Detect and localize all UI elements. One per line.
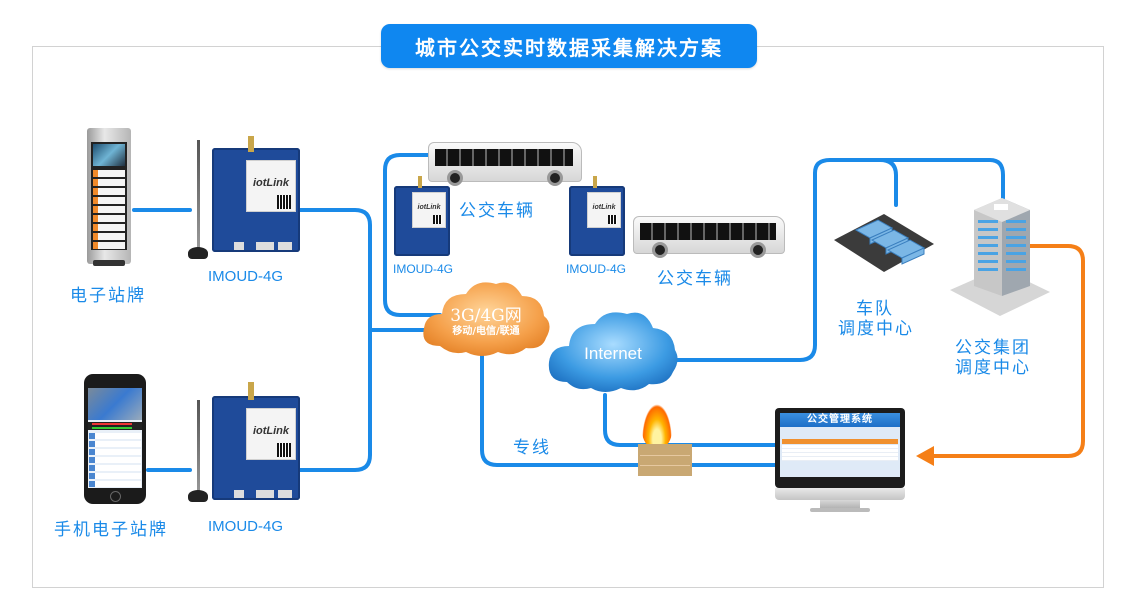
- management-system-label: 公交管理系统: [780, 413, 900, 427]
- fleet-dispatch-label-2: 调度中心: [838, 319, 914, 339]
- antenna-base: [188, 247, 208, 259]
- fire-icon: [642, 404, 672, 448]
- arrow-head-icon: [916, 446, 934, 466]
- smartphone-icon: [84, 374, 146, 504]
- link-fleet-dispatch: [878, 158, 898, 207]
- mobile-station-sign-label: 手机电子站牌: [54, 520, 168, 540]
- mobile-network-label: 3G/4G网: [450, 306, 522, 326]
- antenna-icon: [197, 400, 200, 495]
- group-dispatch-label-2: 调度中心: [955, 358, 1031, 378]
- station-sign-icon: [87, 128, 131, 266]
- bus-icon: [428, 142, 582, 186]
- link-bus: [383, 153, 442, 317]
- link-internet-firewall: [603, 393, 782, 447]
- bus-1-label: 公交车辆: [459, 201, 535, 221]
- antenna-icon: [197, 140, 200, 250]
- 4g-module-icon: iotLink: [394, 176, 450, 256]
- 4g-module-icon: iotLink: [569, 176, 625, 256]
- module-brand: iotLink: [252, 425, 290, 437]
- link-dedicated-line: [480, 348, 782, 467]
- firewall-icon: [638, 444, 692, 476]
- bus-icon: [633, 216, 785, 258]
- module-brand: iotLink: [417, 204, 441, 211]
- group-dispatch-label-1: 公交集团: [955, 338, 1031, 358]
- module-brand: iotLink: [252, 177, 290, 189]
- dedicated-line-label: 专线: [513, 438, 551, 458]
- mobile-network-sublabel: 移动/电信/联通: [452, 326, 520, 337]
- link-top-module: [298, 208, 372, 472]
- fleet-dispatch-label-1: 车队: [856, 299, 894, 319]
- module-brand: iotLink: [592, 204, 616, 211]
- cloud-icon: [423, 282, 550, 356]
- internet-cloud: Internet: [545, 306, 681, 396]
- station-sign-label: 电子站牌: [70, 286, 146, 306]
- module-top-label: IMOUD-4G: [208, 268, 283, 285]
- link-group-to-system: [928, 244, 1085, 458]
- office-building-icon: [950, 198, 1050, 316]
- cloud-icon: [548, 312, 678, 392]
- internet-label: Internet: [584, 344, 642, 363]
- 4g-module-icon: iotLink: [212, 382, 300, 500]
- bus-2-label: 公交车辆: [657, 269, 733, 289]
- diagram-title: 城市公交实时数据采集解决方案: [381, 24, 757, 68]
- link-internet-dispatch: [673, 158, 1005, 362]
- mobile-network-cloud: 3G/4G网 移动/电信/联通: [418, 276, 554, 360]
- bus-module-2-label: IMOUD-4G: [566, 262, 626, 276]
- 4g-module-icon: iotLink: [212, 136, 300, 252]
- bus-depot-icon: [834, 214, 934, 272]
- module-bottom-label: IMOUD-4G: [208, 518, 283, 535]
- antenna-base: [188, 490, 208, 502]
- monitor-icon: 公交管理系统: [775, 408, 905, 512]
- bus-module-1-label: IMOUD-4G: [393, 262, 453, 276]
